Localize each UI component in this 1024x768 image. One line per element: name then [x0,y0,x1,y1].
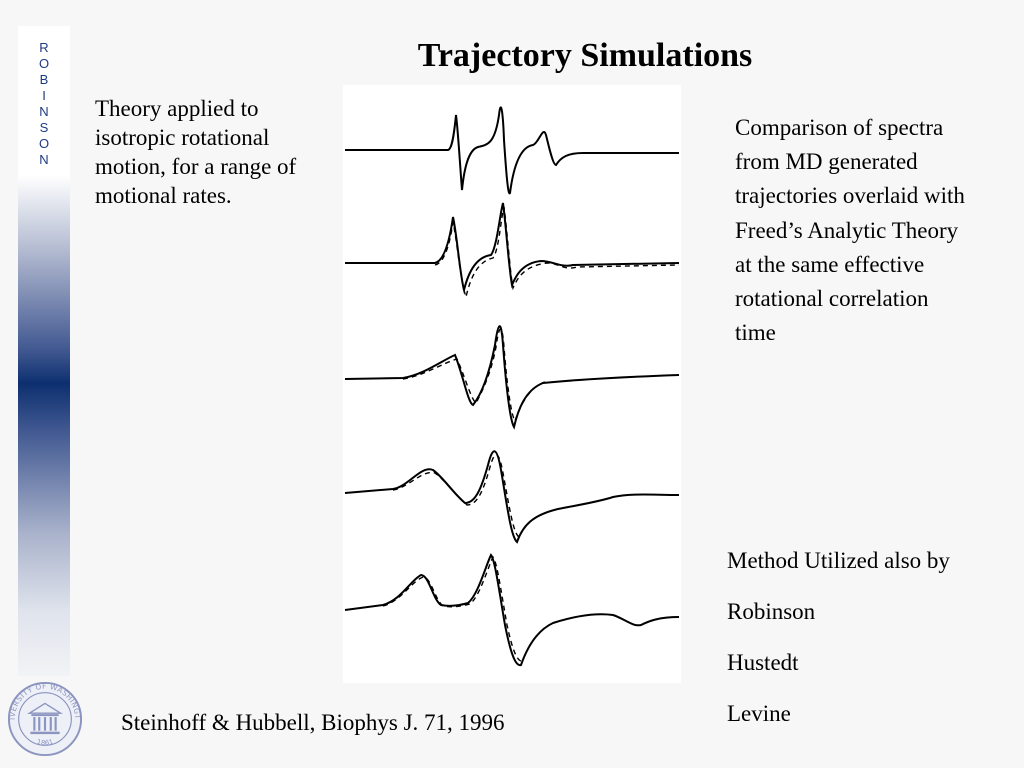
spectrum-1 [345,106,679,195]
sidebar-letter: N [39,152,49,167]
method-name: Levine [727,701,791,726]
svg-text:1861: 1861 [36,738,54,747]
epr-spectra-figure [343,85,681,683]
spectrum-3 [344,325,680,430]
sidebar-letter: O [38,136,50,151]
spectrum-4 [344,450,680,544]
method-name: Robinson [727,599,816,624]
right-description: Comparison of spectra from MD generated … [735,115,965,346]
method-name: Hustedt [727,650,799,675]
spectrum-5 [344,553,680,667]
sidebar-letter: I [42,88,46,103]
spectrum-2 [345,202,680,300]
sidebar-letter: S [39,120,49,135]
sidebar-letter: N [39,104,49,119]
seal-year: 1861 [36,738,54,747]
sidebar-letter: O [38,56,50,71]
university-seal-logo: UNIVERSITY OF WASHINGTON 1861 [6,680,83,757]
sidebar-vertical-name: R O B I N S O N [18,40,70,168]
sidebar-letter: B [39,72,49,87]
sidebar-banner: R O B I N S O N [18,26,70,676]
citation: Steinhoff & Hubbell, Biophys J. 71, 1996 [121,710,505,735]
slide-title: Trajectory Simulations [417,37,753,74]
method-heading: Method Utilized also by [727,548,950,573]
sidebar-letter: R [39,40,49,55]
method-list: Method Utilized also by Robinson Hustedt… [727,544,1017,748]
left-description: Theory applied to isotropic rotational m… [95,96,297,208]
